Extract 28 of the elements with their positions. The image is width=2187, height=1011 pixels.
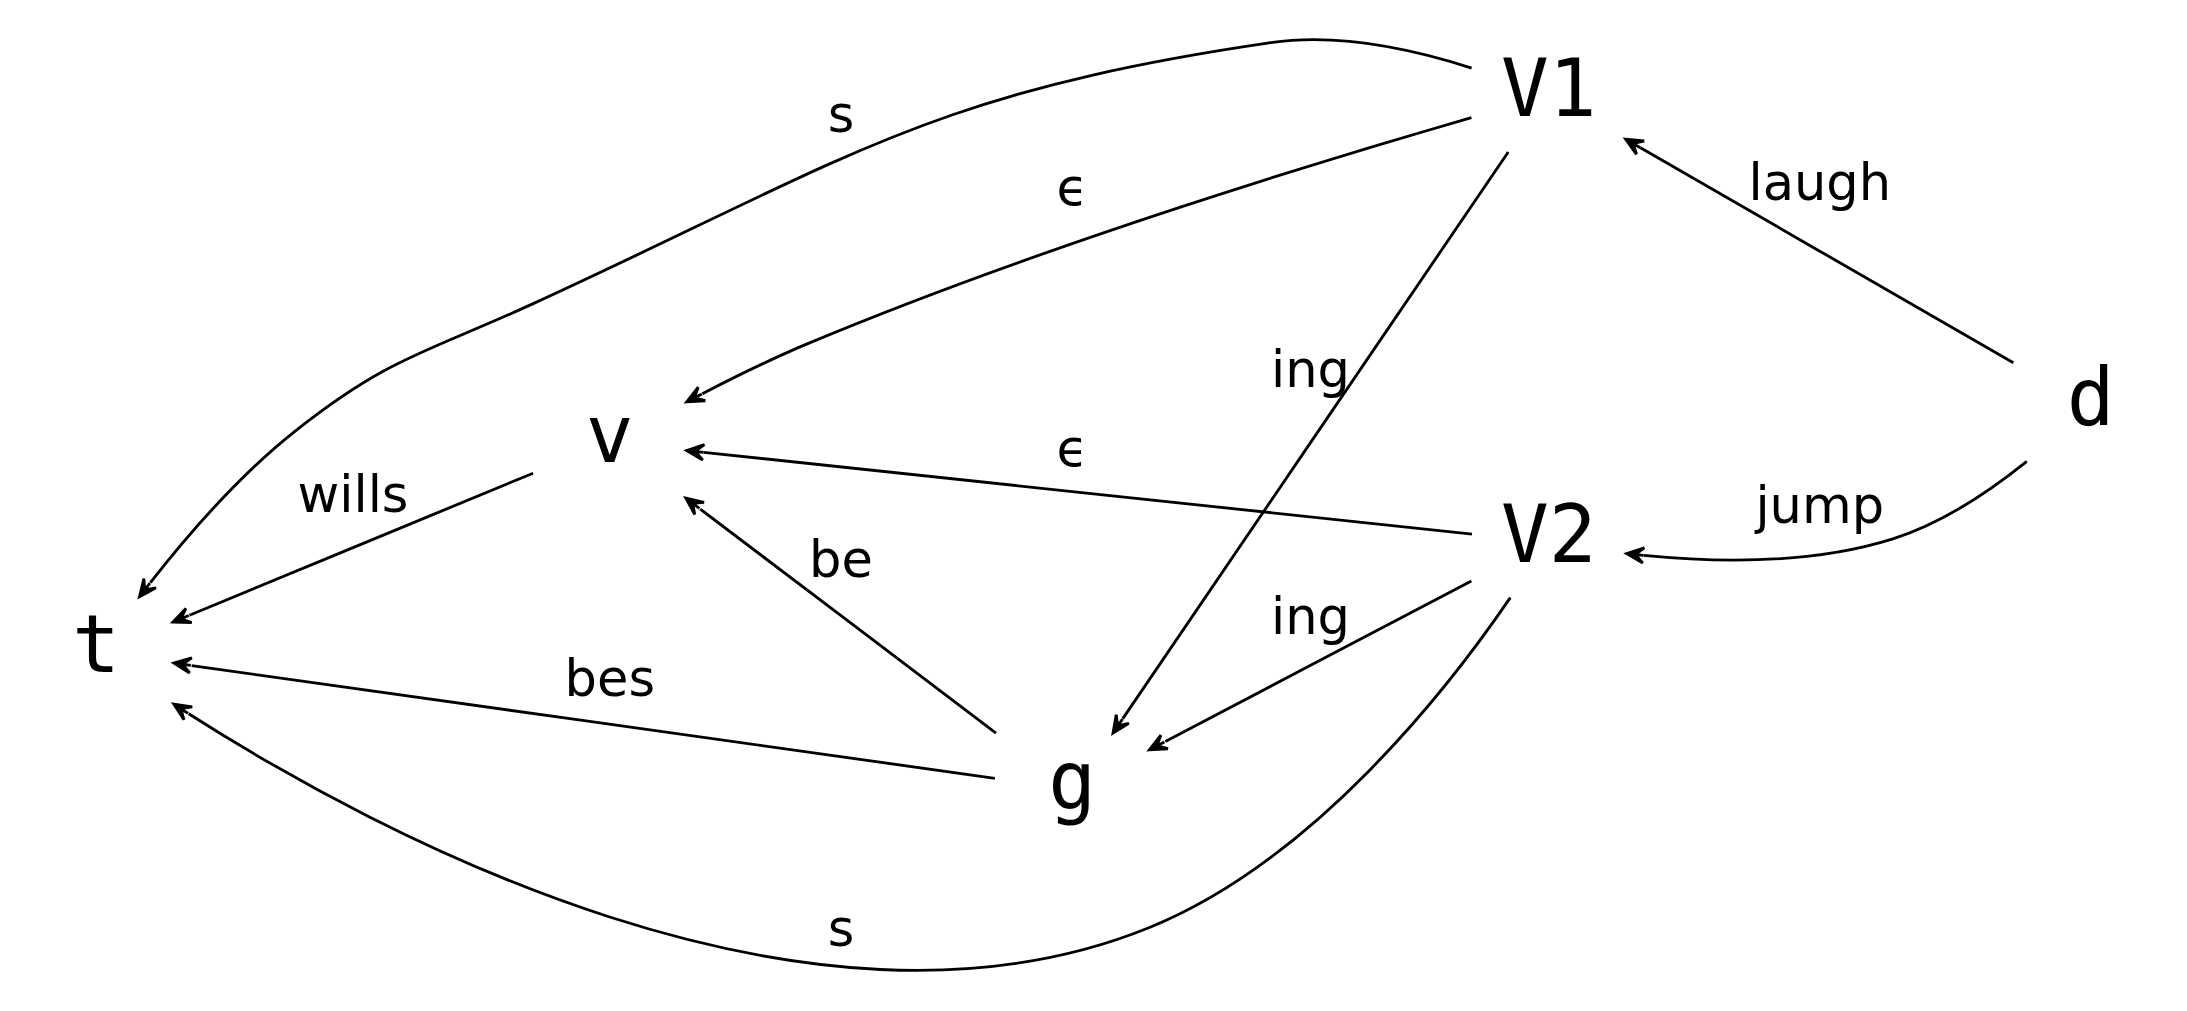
node-text: v [585, 388, 634, 482]
arrow [138, 38, 1472, 599]
arrow [685, 443, 1473, 536]
edge-label: ing [1271, 586, 1351, 646]
arrow [1625, 460, 2028, 565]
edge-label: wills [297, 464, 409, 524]
edge-label: s [827, 84, 855, 144]
edge-label: bes [564, 649, 655, 709]
arrow [1624, 137, 2015, 364]
node-text: t [72, 598, 121, 692]
arrow [684, 496, 997, 735]
arrow [172, 596, 1512, 971]
node-text: V1 [1501, 42, 1597, 136]
arrow [172, 656, 996, 780]
node-text: g [1048, 734, 1097, 828]
edge-label: laugh [1748, 152, 1892, 212]
edge-label: s [827, 898, 855, 958]
arrow [685, 116, 1472, 404]
node-text: V2 [1501, 487, 1597, 581]
edge-label: ϵ [1056, 158, 1088, 218]
edge-label: ϵ [1056, 419, 1088, 479]
edge-label: ing [1271, 340, 1351, 400]
arrow [1147, 579, 1473, 752]
node-text: d [2066, 351, 2115, 445]
edge-label: jump [1755, 476, 1885, 536]
arrow [171, 471, 534, 625]
edge-label: be [809, 530, 873, 590]
arrow [1111, 151, 1510, 735]
